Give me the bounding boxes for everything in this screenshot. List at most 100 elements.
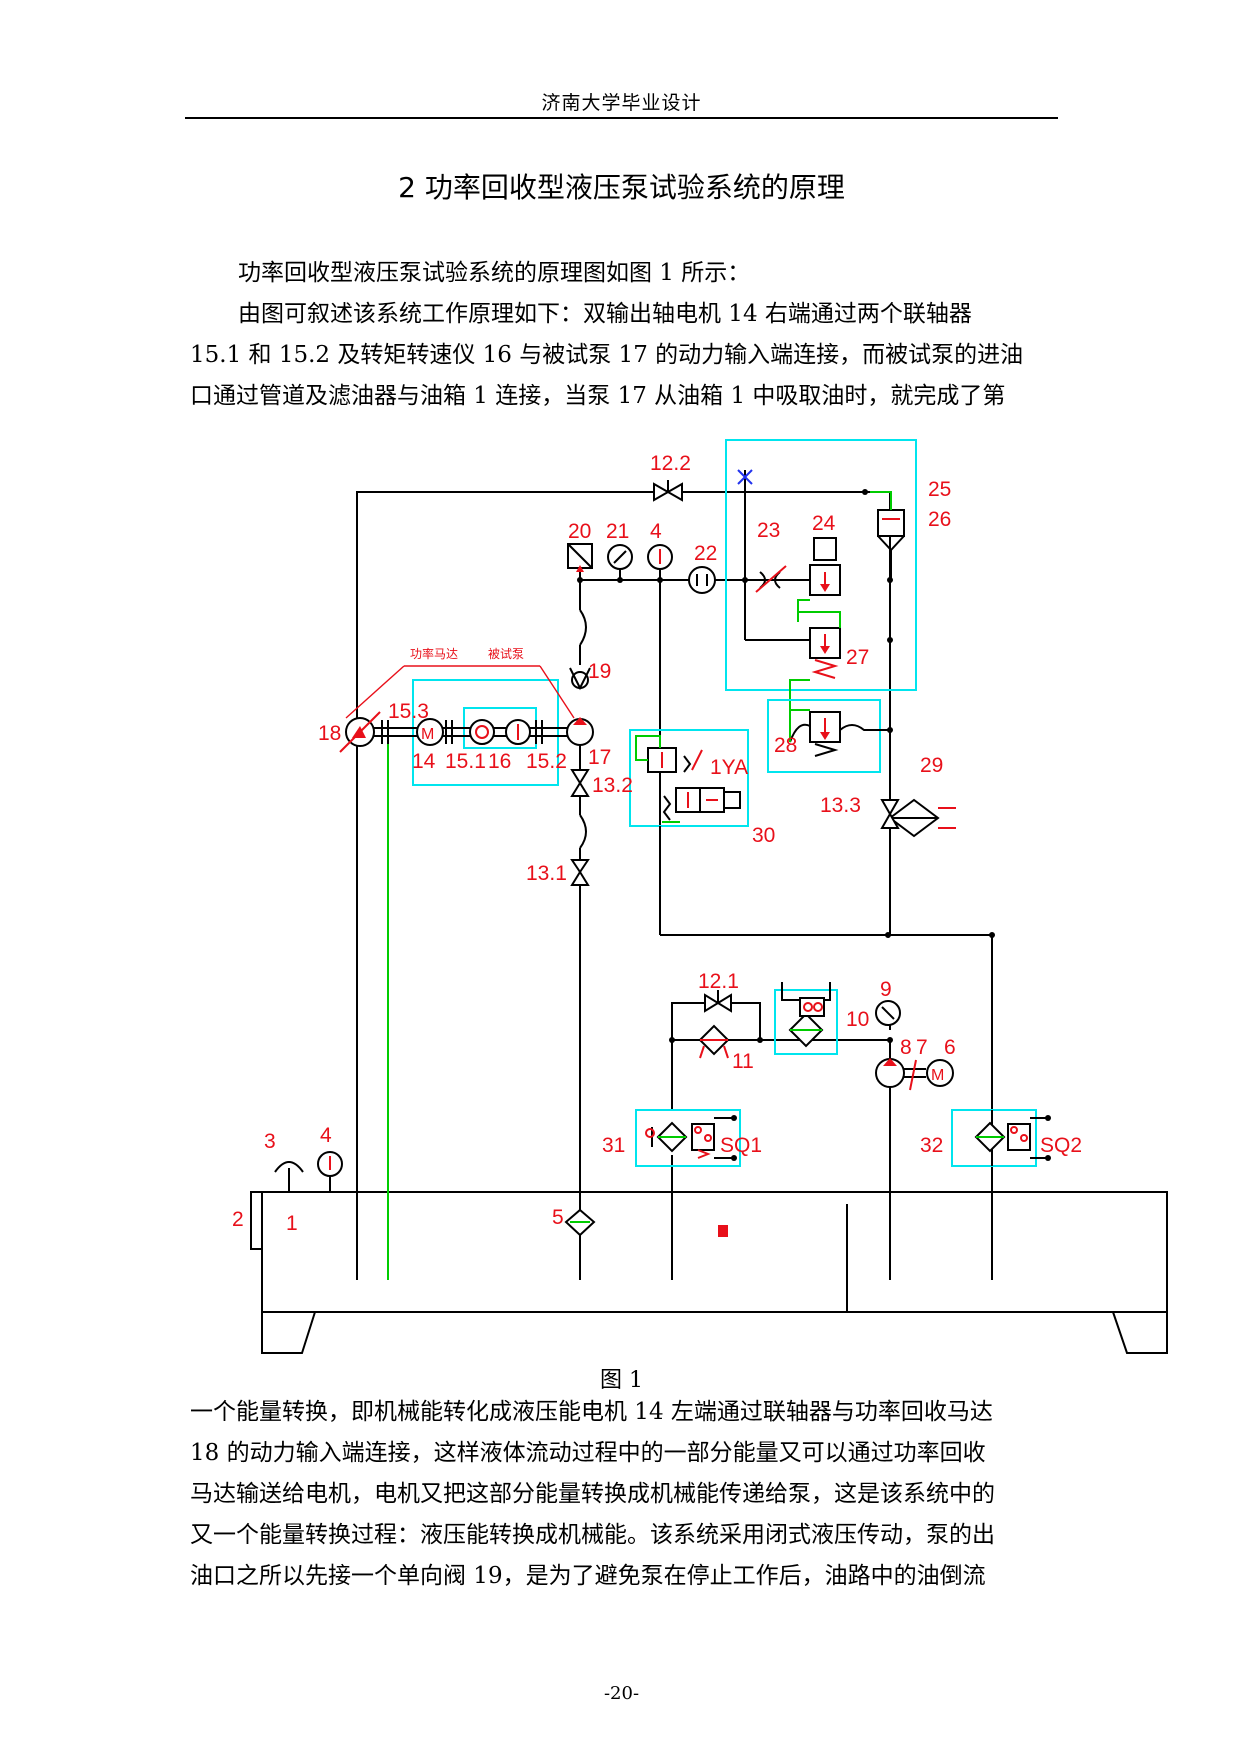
- power-recovery-motor-18: [339, 711, 381, 753]
- filter-11: [698, 1024, 730, 1059]
- electric-motor-6: M: [926, 1059, 954, 1087]
- valve-block-frame: [725, 439, 917, 691]
- label-4-lower: 4: [320, 1124, 332, 1147]
- label-15-3: 15.3: [388, 700, 429, 723]
- label-12-1: 12.1: [698, 970, 739, 993]
- frame-30: [629, 729, 749, 827]
- label-15-2: 15.2: [526, 750, 567, 773]
- level-gauge: [317, 1151, 343, 1192]
- junction-dots-lower: [669, 1037, 893, 1043]
- label-24: 24: [812, 512, 836, 535]
- section-title: 2 功率回收型液压泵试验系统的原理: [398, 171, 845, 204]
- junction-dots: [577, 489, 995, 938]
- air-breather: [274, 1161, 304, 1192]
- instrument-20: [567, 543, 593, 572]
- label-8: 8: [900, 1036, 912, 1059]
- label-13-3: 13.3: [820, 794, 861, 817]
- globe-valve-13-3: [880, 799, 900, 829]
- filter-10: [781, 982, 831, 1048]
- label-6: 6: [944, 1036, 956, 1059]
- pressure-gauge-9: [875, 1000, 901, 1026]
- return-filter-31: [645, 1115, 737, 1161]
- tested-pump-17: [566, 717, 594, 746]
- text-line: 油口之所以先接一个单向阀 19，是为了避免泵在停止工作后，油路中的油倒流: [190, 1563, 986, 1589]
- frame-10: [774, 989, 838, 1055]
- label-32: 32: [920, 1134, 943, 1157]
- text-line: 18 的动力输入端连接，这样液体流动过程中的一部分能量又可以通过功率回收: [190, 1440, 986, 1466]
- label-19: 19: [588, 660, 611, 683]
- label-7: 7: [916, 1036, 928, 1059]
- label-sq2: SQ2: [1040, 1134, 1082, 1157]
- directional-valve-30: [635, 735, 741, 823]
- label-13-1: 13.1: [526, 862, 567, 885]
- label-29: 29: [920, 754, 943, 777]
- label-25: 25: [928, 478, 951, 501]
- oil-tank: [250, 1191, 1168, 1354]
- return-filter-32: [974, 1115, 1051, 1161]
- page-number: -20-: [603, 1683, 640, 1704]
- label-17: 17: [588, 746, 611, 769]
- label-18: 18: [318, 722, 341, 745]
- label-30: 30: [752, 824, 775, 847]
- globe-valve-12-1: [704, 990, 732, 1013]
- label-2: 2: [232, 1208, 244, 1231]
- suction-filter-5: [564, 1208, 596, 1237]
- label-4-upper: 4: [650, 520, 662, 543]
- relief-valve-27: [789, 611, 841, 710]
- text-line: 又一个能量转换过程：液压能转换成机械能。该系统采用闭式液压传动，泵的出: [190, 1522, 995, 1548]
- throttle-23: [737, 469, 787, 593]
- label-23: 23: [757, 519, 780, 542]
- label-28: 28: [774, 734, 797, 757]
- text-line: 一个能量转换，即机械能转化成液压能电机 14 左端通过联轴器与功率回收马达: [190, 1399, 993, 1425]
- label-1ya: 1YA: [710, 756, 748, 779]
- label-13-2: 13.2: [592, 774, 633, 797]
- charge-pump-8: [875, 1058, 926, 1091]
- label-11: 11: [732, 1050, 754, 1073]
- electric-motor-14: M: [416, 718, 444, 746]
- paragraph-bottom: 一个能量转换，即机械能转化成液压能电机 14 左端通过联轴器与功率回收马达 18…: [190, 1392, 1060, 1597]
- svg-text:M: M: [931, 1067, 944, 1084]
- label-5: 5: [552, 1206, 564, 1229]
- label-26: 26: [928, 508, 951, 531]
- header-rule: [185, 117, 1058, 119]
- figure-caption: 图 1: [600, 1368, 643, 1393]
- globe-valve-13-1: [570, 859, 590, 886]
- frame-31: [635, 1109, 741, 1167]
- shaft-train: [360, 679, 570, 786]
- running-header: 济南大学毕业设计: [541, 92, 702, 114]
- annotation-tested-pump: 被试泵: [488, 646, 524, 661]
- pressure-gauge-4: [647, 544, 673, 570]
- svg-text:M: M: [421, 726, 434, 743]
- label-10: 10: [846, 1008, 869, 1031]
- label-21: 21: [606, 520, 629, 543]
- cooler-29: [888, 798, 956, 838]
- annotation-power-motor: 功率马达: [410, 646, 458, 661]
- label-22: 22: [694, 542, 717, 565]
- torque-meter-16: [469, 719, 531, 745]
- pressure-gauge-21: [607, 544, 633, 570]
- label-16: 16: [488, 750, 511, 773]
- frame-32: [951, 1109, 1037, 1167]
- label-27: 27: [846, 646, 869, 669]
- text-line: 马达输送给电机，电机又把这部分能量转换成机械能传递给泵，这是该系统中的: [190, 1481, 995, 1507]
- flowmeter-22: [688, 566, 716, 594]
- text-line: 口通过管道及滤油器与油箱 1 连接，当泵 17 从油箱 1 中吸取油时，就完成了…: [190, 383, 1006, 409]
- annotation-lines: [345, 665, 575, 719]
- label-15-1: 15.1: [445, 750, 486, 773]
- frame-28: [767, 699, 881, 773]
- check-valve-19: [569, 609, 591, 691]
- label-14: 14: [412, 750, 436, 773]
- label-12-2: 12.2: [650, 452, 691, 475]
- relief-valve-28: [789, 709, 890, 757]
- paragraph-top: 功率回收型液压泵试验系统的原理图如图 1 所示： 由图可叙述该系统工作原理如下：…: [190, 253, 1060, 417]
- text-line: 由图可叙述该系统工作原理如下：双输出轴电机 14 右端通过两个联轴器: [238, 301, 972, 327]
- label-3: 3: [264, 1130, 276, 1153]
- globe-valve-13-2: [570, 769, 590, 849]
- label-9: 9: [880, 978, 892, 1001]
- text-line: 功率回收型液压泵试验系统的原理图如图 1 所示：: [238, 260, 751, 286]
- component-labels: 12.2 20 21 4 22 23 24 25 26 27 28 29 13.…: [232, 452, 1082, 1235]
- label-20: 20: [568, 520, 591, 543]
- label-31: 31: [602, 1134, 625, 1157]
- main-pipes: [356, 491, 993, 1280]
